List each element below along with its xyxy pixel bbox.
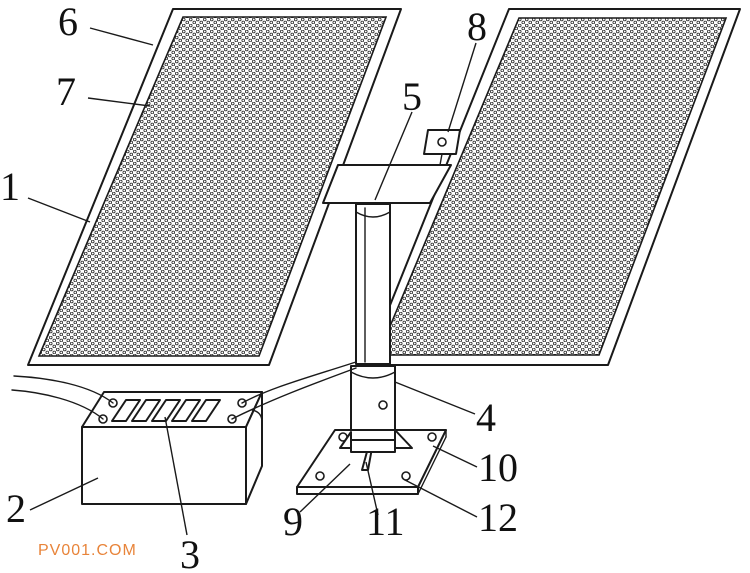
label-10: 10	[478, 445, 518, 490]
label-7: 7	[56, 69, 76, 114]
left-solar-panel	[27, 8, 402, 366]
sleeve-top-rim	[350, 371, 396, 379]
leader-6	[89, 27, 154, 46]
base-plate-side-2	[417, 436, 447, 495]
leader-9	[299, 463, 351, 513]
battery-terminals	[98, 398, 247, 424]
battery-side-lip	[251, 409, 263, 423]
terminal-strip-1	[111, 399, 141, 422]
bracket-hole	[437, 137, 447, 147]
leader-12	[404, 479, 478, 518]
leader-5	[374, 111, 413, 201]
leader-1	[27, 197, 91, 223]
label-2: 2	[6, 486, 26, 531]
label-8: 8	[467, 4, 487, 49]
leader-2	[29, 477, 99, 511]
leader-3	[164, 416, 188, 536]
label-6: 6	[58, 0, 78, 44]
sleeve-foot	[350, 439, 396, 453]
wire-right-1	[241, 361, 357, 404]
label-1: 1	[0, 164, 20, 209]
leader-10	[432, 445, 478, 468]
upper-pipe-body	[355, 203, 391, 365]
crossbar-edge	[322, 164, 339, 204]
label-5: 5	[402, 74, 422, 119]
label-11: 11	[366, 499, 405, 544]
wires	[11, 361, 357, 420]
wire-right-2	[231, 367, 357, 420]
label-9: 9	[283, 499, 303, 544]
part-labels: 6 7 1 2 3 5 8 4 10 12 9 11	[0, 0, 518, 573]
terminal-strip-5	[191, 399, 221, 422]
upper-pipe	[355, 203, 391, 365]
label-12: 12	[478, 495, 518, 540]
wire-left-2	[13, 375, 114, 404]
leader-8	[447, 42, 477, 133]
label-4: 4	[476, 395, 496, 440]
right-solar-panel	[365, 8, 741, 366]
crossbar	[322, 164, 452, 204]
battery-front	[81, 426, 247, 505]
base-plate	[296, 429, 447, 495]
terminal-strip-4	[171, 399, 201, 422]
label-3: 3	[180, 532, 200, 573]
leader-7	[87, 97, 151, 107]
battery-side	[245, 391, 263, 505]
base-plate-edge	[296, 486, 419, 495]
bracket-stem	[439, 153, 443, 166]
bolt-hole-4	[401, 471, 411, 481]
sleeve-hole	[378, 400, 388, 410]
wire-left-1	[11, 389, 104, 420]
bolt-hole-3	[315, 471, 325, 481]
leader-11	[365, 461, 379, 516]
leader-lines	[27, 27, 478, 536]
left-panel-cells	[37, 16, 388, 357]
upper-pipe-collar	[355, 211, 391, 218]
watermark-text: PV001.COM	[38, 542, 137, 559]
leader-4	[394, 381, 476, 415]
terminal-strip-2	[131, 399, 161, 422]
bolt-hole-2	[427, 432, 437, 442]
right-panel-cells	[376, 17, 728, 356]
